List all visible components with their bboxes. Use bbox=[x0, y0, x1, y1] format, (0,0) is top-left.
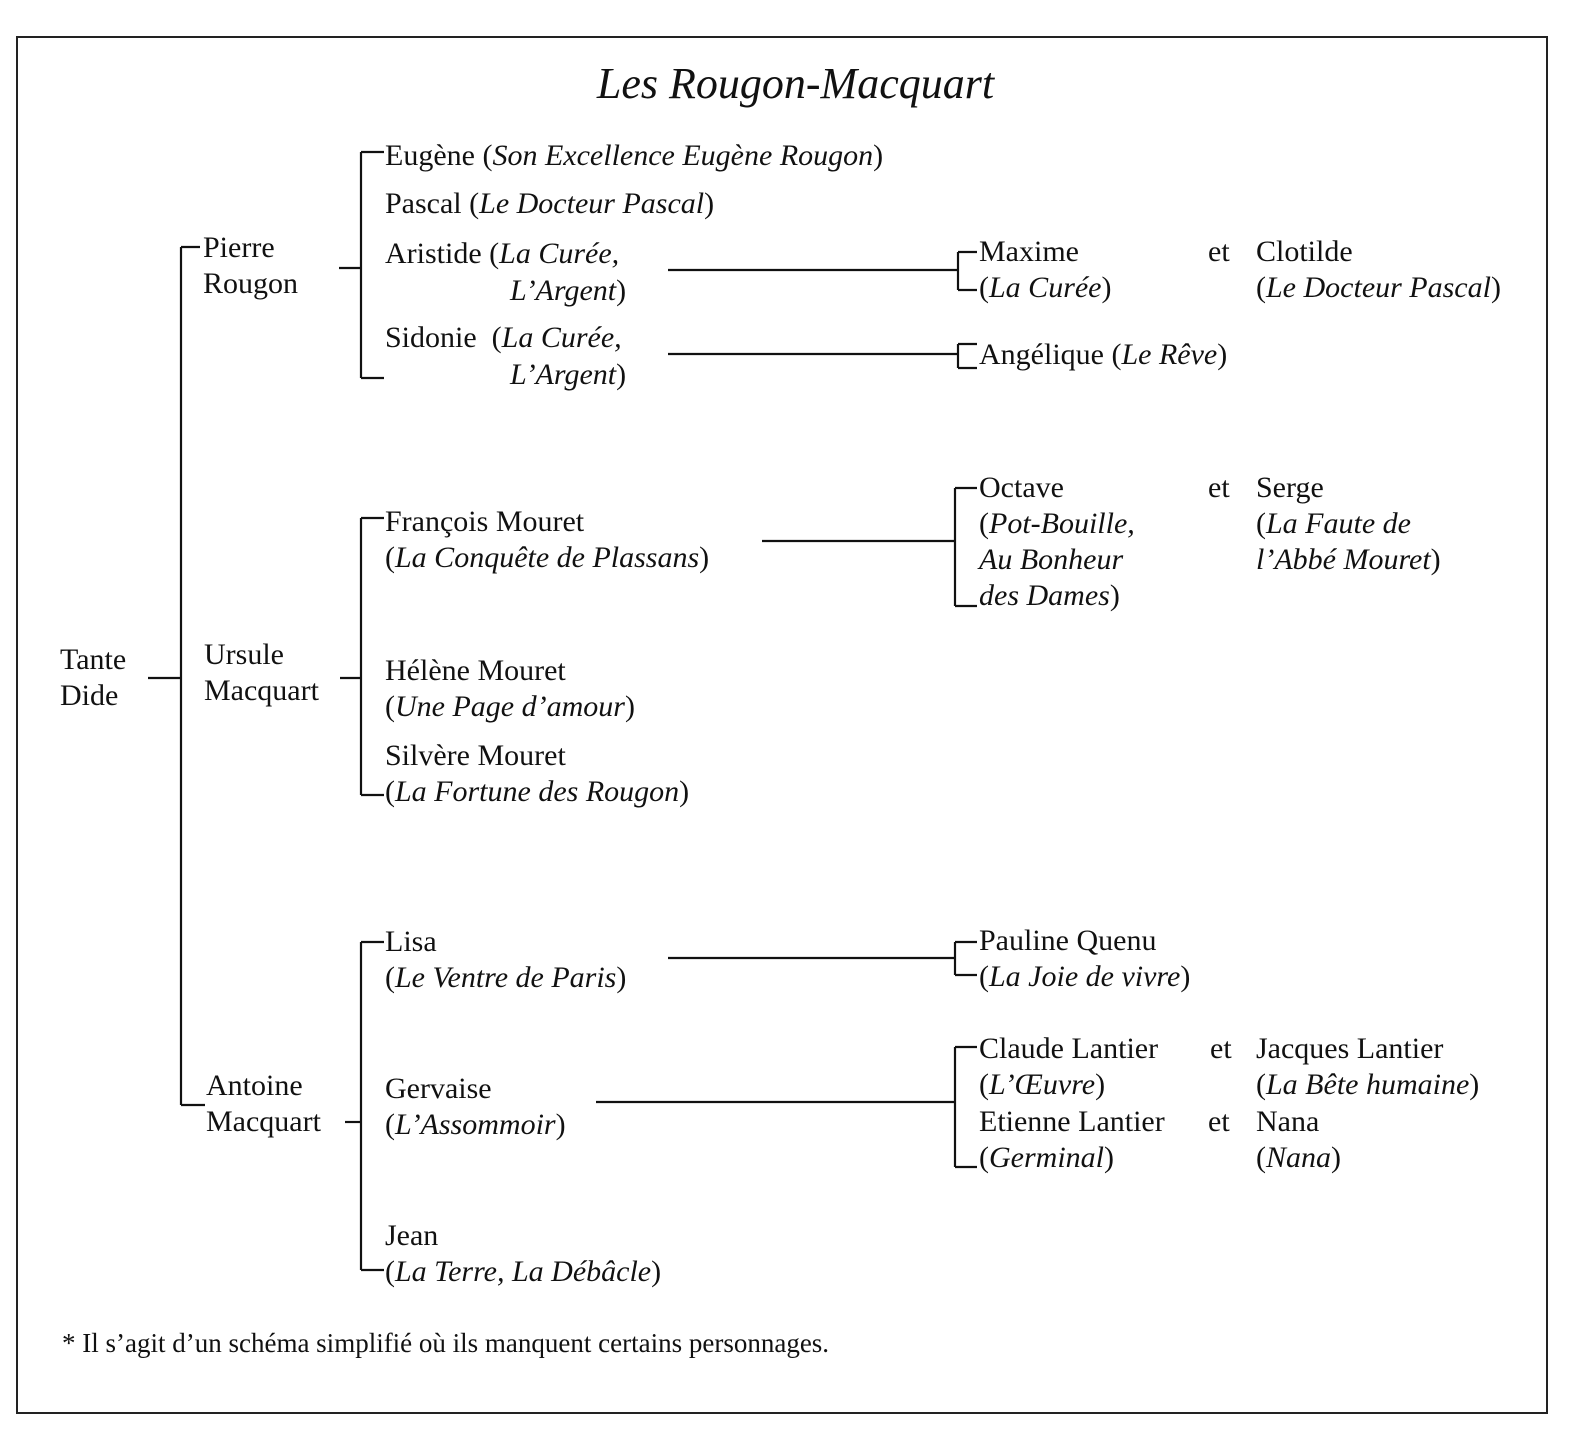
diagram-title: Les Rougon-Macquart bbox=[596, 59, 995, 108]
node-silvere-mouret: Silvère Mouret (La Fortune des Rougon) bbox=[385, 739, 690, 808]
node-etienne-lantier: Etienne Lantier (Germinal) bbox=[979, 1105, 1165, 1174]
conjunction-et: et bbox=[1208, 235, 1230, 268]
node-line: Tante bbox=[60, 643, 127, 676]
node-francois-mouret: François Mouret (La Conquête de Plassans… bbox=[385, 505, 710, 574]
diagram-frame bbox=[16, 36, 1548, 1414]
node-tante-dide: Tante Dide bbox=[60, 642, 126, 714]
node-line: Pierre bbox=[203, 231, 275, 264]
node-sidonie-works: L’Argent) bbox=[510, 358, 627, 391]
node-line: Rougon bbox=[203, 267, 299, 300]
node-helene-mouret: Hélène Mouret (Une Page d’amour) bbox=[385, 654, 635, 723]
node-gervaise: Gervaise (L’Assommoir) bbox=[385, 1072, 566, 1141]
footnote: * Il s’agit d’un schéma simplifié où ils… bbox=[62, 1328, 830, 1358]
node-antoine-macquart: Antoine Macquart bbox=[206, 1068, 321, 1140]
node-pascal: Pascal (Le Docteur Pascal) bbox=[385, 187, 715, 220]
node-eugene: Eugène (Son Excellence Eugène Rougon) bbox=[385, 139, 884, 172]
node-lisa: Lisa (Le Ventre de Paris) bbox=[385, 925, 627, 994]
conjunction-et: et bbox=[1208, 1105, 1230, 1138]
node-angelique: Angélique (Le Rêve) bbox=[979, 338, 1228, 371]
node-maxime: Maxime (La Curée) bbox=[979, 235, 1112, 304]
node-jacques-lantier: Jacques Lantier (La Bête humaine) bbox=[1256, 1032, 1480, 1101]
node-clotilde: Clotilde (Le Docteur Pascal) bbox=[1256, 235, 1501, 304]
node-line: Antoine bbox=[206, 1069, 303, 1102]
node-pierre-rougon: Pierre Rougon bbox=[203, 230, 298, 302]
conjunction-et: et bbox=[1208, 471, 1230, 504]
node-pauline-quenu: Pauline Quenu (La Joie de vivre) bbox=[979, 924, 1191, 993]
node-nana: Nana (Nana) bbox=[1256, 1105, 1342, 1174]
node-line: Macquart bbox=[204, 674, 319, 707]
node-line: Ursule bbox=[204, 638, 284, 671]
node-jean: Jean (La Terre, La Débâcle) bbox=[385, 1219, 662, 1288]
node-claude-lantier: Claude Lantier (L’Œuvre) bbox=[979, 1032, 1159, 1101]
node-serge: Serge (La Faute de l’Abbé Mouret) bbox=[1256, 471, 1441, 576]
node-sidonie: Sidonie (La Curée, bbox=[385, 321, 622, 354]
node-octave: Octave (Pot-Bouille, Au Bonheur des Dame… bbox=[979, 471, 1135, 612]
node-line: Dide bbox=[60, 679, 119, 712]
node-ursule-macquart: Ursule Macquart bbox=[204, 637, 319, 709]
conjunction-et: et bbox=[1210, 1032, 1232, 1065]
node-line: Macquart bbox=[206, 1105, 321, 1138]
node-aristide-works: L’Argent) bbox=[510, 274, 627, 307]
node-aristide: Aristide (La Curée, bbox=[385, 237, 620, 270]
